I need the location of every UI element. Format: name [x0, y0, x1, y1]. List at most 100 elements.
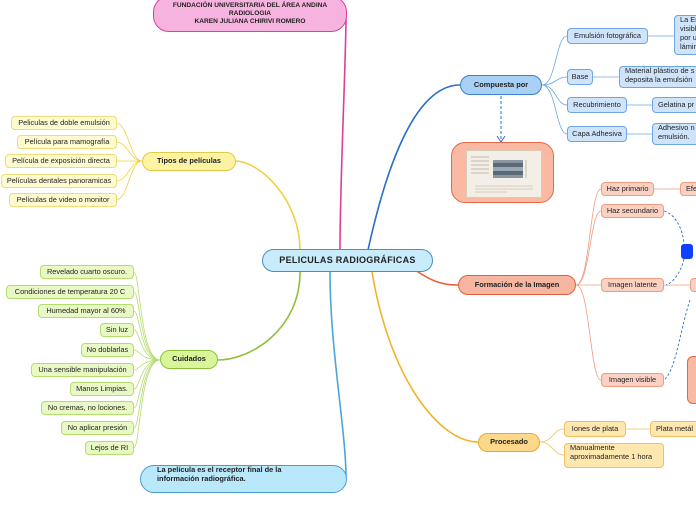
tipos-item[interactable]: Películas de video o monitor	[9, 193, 117, 207]
formacion-item-label: Imagen latente	[608, 279, 657, 289]
tipos-item-label: Peliculas de doble emulsión	[18, 117, 110, 127]
compuesta-detail-line: visibl	[680, 23, 696, 33]
formacion-item-label: Imagen visible	[608, 374, 657, 384]
tipos-item[interactable]: Película de exposición directa	[5, 154, 117, 168]
cuidados-item[interactable]: Lejos de RI	[85, 441, 134, 455]
cuidados-item-label: Sin luz	[105, 324, 129, 334]
compuesta-item-label: Recubrimiento	[573, 99, 621, 109]
compuesta-item[interactable]: Recubrimiento	[567, 97, 627, 113]
edges-formacion-dashed	[663, 210, 691, 381]
edges-cuidados-children	[133, 271, 161, 449]
tipos-item[interactable]: Películas dentales panoramicas	[1, 174, 117, 188]
header-title-node[interactable]: FUNDACIÓN UNIVERSITARIA DEL ÁREA ANDINA …	[153, 0, 347, 32]
compuesta-detail[interactable]: Adhesivo n emulsión.	[652, 123, 696, 145]
compuesta-detail-line: Material plástico de s	[625, 66, 695, 75]
formacion-item-label: Haz primario	[606, 183, 649, 193]
procesado-detail[interactable]: Plata metál	[650, 421, 696, 437]
blue-marker-icon[interactable]	[681, 244, 693, 259]
procesado-item[interactable]: Iones de plata	[564, 421, 626, 437]
formacion-item[interactable]: Haz primario	[601, 182, 654, 196]
tipos-item[interactable]: Película para mamografía	[17, 135, 117, 149]
compuesta-detail-line: Adhesivo n	[658, 123, 695, 132]
header-line-2: RADIOLOGIA	[228, 10, 272, 18]
cuidados-item-label: No doblarlas	[86, 344, 129, 354]
compuesta-item[interactable]: Capa Adhesiva	[567, 126, 627, 142]
formacion-item[interactable]: Imagen visible	[601, 373, 664, 387]
film-structure-image	[466, 150, 542, 198]
cuidados-item[interactable]: Una sensible manipulación	[31, 363, 134, 377]
cuidados-node[interactable]: Cuidados	[160, 350, 218, 369]
formacion-item-label: Haz secundario	[606, 205, 659, 215]
edge-root-tipos	[234, 160, 301, 251]
header-line-3: KAREN JULIANA CHIRIVI ROMERO	[194, 17, 306, 25]
note-node[interactable]: La película es el receptor final de la i…	[140, 465, 347, 493]
compuesta-detail-line: lámin	[680, 41, 696, 51]
compuesta-item-label: Base	[571, 71, 589, 81]
edge-root-procesado	[371, 271, 479, 443]
compuesta-detail[interactable]: Gelatina pr	[652, 97, 696, 113]
header-line-1: FUNDACIÓN UNIVERSITARIA DEL ÁREA ANDINA	[172, 2, 328, 10]
compuesta-detail[interactable]: La Em visibl por u lámin	[674, 15, 696, 55]
formacion-image-node[interactable]	[687, 356, 696, 404]
cuidados-item[interactable]: Humedad mayor al 60%	[38, 304, 134, 318]
film-structure-image-node[interactable]	[451, 142, 554, 203]
tipos-label: Tipos de películas	[157, 156, 221, 166]
compuesta-item[interactable]: Base	[567, 69, 593, 85]
tipos-item-label: Película para mamografía	[24, 136, 110, 146]
formacion-item[interactable]: Imagen latente	[601, 278, 664, 292]
edges-procesado-children	[539, 428, 650, 456]
edge-root-cuidados	[217, 271, 301, 361]
cuidados-item[interactable]: Revelado cuarto oscuro.	[40, 265, 134, 279]
edge-root-header	[339, 15, 347, 251]
cuidados-item-label: Revelado cuarto oscuro.	[46, 266, 128, 276]
formacion-label: Formación de la Imagen	[474, 279, 560, 289]
note-line-1: La película es el receptor final de la	[157, 465, 282, 474]
compuesta-detail-line: La Em	[680, 15, 696, 24]
compuesta-detail-line: Gelatina pr	[658, 99, 695, 109]
compuesta-detail[interactable]: Material plástico de s deposita la emuls…	[619, 66, 696, 88]
edge-root-note	[329, 271, 347, 479]
compuesta-detail-line: emulsión.	[658, 131, 690, 141]
compuesta-detail-line: deposita la emulsión	[625, 74, 693, 84]
formacion-detail[interactable]: E	[690, 278, 696, 292]
cuidados-item-label: No aplicar presión	[67, 422, 128, 432]
procesado-detail-label: Plata metál	[656, 423, 693, 433]
procesado-item-line: Manualmente	[570, 443, 615, 452]
cuidados-item[interactable]: No doblarlas	[81, 343, 134, 357]
tipos-item-label: Películas de video o monitor	[16, 194, 110, 204]
cuidados-item-label: Una sensible manipulación	[38, 364, 127, 374]
cuidados-item-label: No cremas, no lociones.	[47, 402, 128, 412]
cuidados-item[interactable]: No cremas, no lociones.	[41, 401, 134, 415]
edge-root-compuesta	[367, 84, 461, 251]
tipos-item[interactable]: Peliculas de doble emulsión	[11, 116, 117, 130]
procesado-item-line: aproximadamente 1 hora	[570, 451, 653, 461]
cuidados-item-label: Manos Limpias.	[76, 383, 128, 393]
procesado-node[interactable]: Procesado	[478, 433, 540, 452]
film-layers-illustration	[471, 156, 533, 193]
formacion-detail-label: Efe	[686, 183, 696, 193]
cuidados-item[interactable]: Manos Limpias.	[70, 382, 134, 396]
cuidados-item[interactable]: Sin luz	[100, 323, 134, 337]
note-line-2: información radiográfica.	[157, 473, 246, 483]
cuidados-item[interactable]: Condiciones de temperatura 20 C	[6, 285, 134, 299]
procesado-item[interactable]: Manualmente aproximadamente 1 hora	[564, 443, 664, 468]
procesado-item-label: Iones de plata	[571, 423, 619, 433]
compuesta-label: Compuesta por	[473, 79, 529, 89]
tipos-item-label: Película de exposición directa	[12, 155, 110, 165]
cuidados-item[interactable]: No aplicar presión	[61, 421, 134, 435]
edges-formacion-children	[575, 188, 690, 381]
root-label: PELICULAS RADIOGRÁFICAS	[279, 255, 416, 266]
formacion-detail[interactable]: Efe	[680, 182, 696, 196]
edges-tipos-children	[115, 122, 143, 201]
cuidados-label: Cuidados	[172, 354, 206, 364]
compuesta-node[interactable]: Compuesta por	[460, 75, 542, 95]
cuidados-item-label: Condiciones de temperatura 20 C	[14, 286, 126, 296]
compuesta-detail-line: por u	[680, 32, 696, 42]
formacion-item[interactable]: Haz secundario	[601, 204, 664, 218]
formacion-node[interactable]: Formación de la Imagen	[458, 275, 576, 295]
tipos-node[interactable]: Tipos de películas	[142, 152, 236, 171]
compuesta-item-label: Capa Adhesiva	[572, 128, 622, 138]
root-node[interactable]: PELICULAS RADIOGRÁFICAS	[262, 249, 433, 272]
compuesta-item[interactable]: Emulsión fotográfica	[567, 28, 648, 44]
